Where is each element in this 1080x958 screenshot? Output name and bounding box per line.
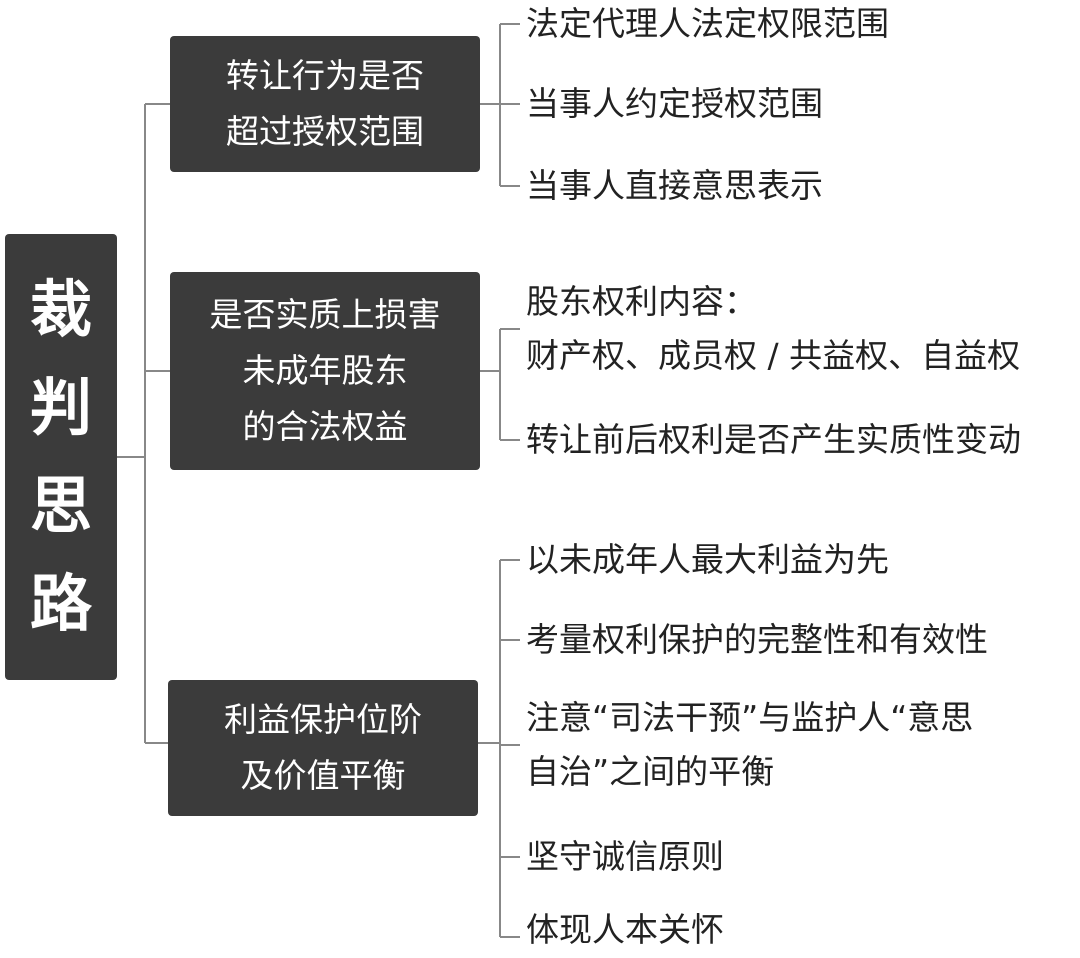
- leaf-item: 当事人直接意思表示: [526, 159, 823, 213]
- branch-line: 是否实质上损害: [209, 295, 441, 334]
- leaf-line: 股东权利内容：: [526, 282, 757, 321]
- branch3-connector: [478, 559, 520, 938]
- leaf-item: 注意“司法干预”与监护人“意思 自治”之间的平衡: [526, 691, 973, 799]
- root-char: 思: [29, 469, 92, 542]
- branch-node-harm: 是否实质上损害 未成年股东 的合法权益: [170, 272, 480, 470]
- branch-line: 及价值平衡: [240, 756, 406, 795]
- leaf-line: 体现人本关怀: [526, 910, 724, 949]
- branch-line: 利益保护位阶: [224, 700, 422, 739]
- leaf-line: 财产权、成员权 / 共益权、自益权: [526, 336, 1021, 375]
- root-char: 判: [29, 371, 92, 444]
- branch-line: 超过授权范围: [226, 112, 424, 151]
- leaf-item: 坚守诚信原则: [526, 830, 724, 884]
- leaf-line: 自治”之间的平衡: [526, 752, 775, 791]
- leaf-item: 以未成年人最大利益为先: [526, 533, 889, 587]
- leaf-line: 考量权利保护的完整性和有效性: [526, 620, 988, 659]
- leaf-item: 转让前后权利是否产生实质性变动: [526, 413, 1021, 467]
- leaf-item: 股东权利内容： 财产权、成员权 / 共益权、自益权: [526, 275, 1020, 383]
- root-char: 裁: [29, 273, 92, 346]
- leaf-item: 考量权利保护的完整性和有效性: [526, 613, 988, 667]
- leaf-line: 转让前后权利是否产生实质性变动: [526, 420, 1021, 459]
- leaf-line: 当事人直接意思表示: [526, 166, 823, 205]
- leaf-line: 以未成年人最大利益为先: [526, 540, 889, 579]
- leaf-item: 体现人本关怀: [526, 903, 724, 957]
- leaf-line: 当事人约定授权范围: [526, 84, 823, 123]
- leaf-line: 注意“司法干预”与监护人“意思: [526, 698, 974, 737]
- root-connector: [117, 103, 170, 744]
- branch-line: 的合法权益: [242, 407, 408, 446]
- branch-node-authority: 转让行为是否 超过授权范围: [170, 36, 480, 172]
- leaf-item: 当事人约定授权范围: [526, 77, 823, 131]
- leaf-line: 法定代理人法定权限范围: [526, 4, 889, 43]
- root-node: 裁 判 思 路: [5, 234, 117, 680]
- branch2-connector: [480, 328, 520, 441]
- branch1-connector: [480, 23, 520, 187]
- branch-node-balance: 利益保护位阶 及价值平衡: [168, 680, 478, 816]
- root-char: 路: [29, 567, 92, 640]
- branch-line: 转让行为是否: [226, 56, 424, 95]
- branch-line: 未成年股东: [242, 351, 408, 390]
- leaf-item: 法定代理人法定权限范围: [526, 0, 889, 51]
- leaf-line: 坚守诚信原则: [526, 837, 724, 876]
